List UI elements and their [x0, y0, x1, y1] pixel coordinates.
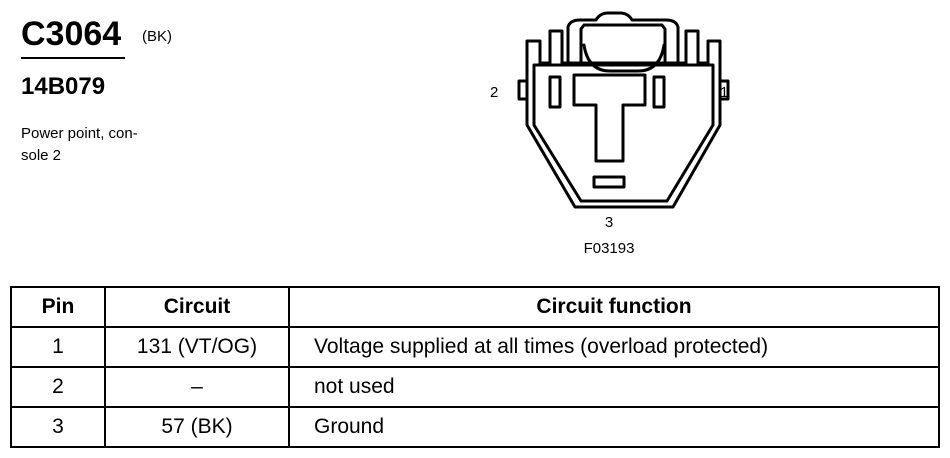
row-function: not used: [288, 366, 940, 408]
description-line-2: sole 2: [21, 147, 62, 164]
row-circuit: 131 (VT/OG): [104, 326, 290, 368]
connector-face-diagram: 2 1 3 F03193: [490, 11, 730, 257]
row-function: Voltage supplied at all times (overload …: [288, 326, 940, 368]
latch-right: [718, 79, 730, 101]
header-circuit: Circuit: [104, 286, 290, 328]
table-header-row: Pin Circuit Circuit function: [10, 286, 940, 328]
row-pin: 1: [10, 326, 106, 368]
table-row: 2 – not used: [10, 366, 940, 408]
row-pin: 2: [10, 366, 106, 408]
pin-label-1: 1: [720, 84, 728, 101]
terminal-pin-1: [652, 75, 666, 109]
locking-tab: [566, 11, 680, 65]
table-row: 3 57 (BK) Ground: [10, 406, 940, 448]
terminal-pin-3: [592, 175, 626, 189]
table-row: 1 131 (VT/OG) Voltage supplied at all ti…: [10, 326, 940, 368]
header-pin: Pin: [10, 286, 106, 328]
connector-color-code: (BK): [142, 28, 172, 45]
header-circuit-function: Circuit function: [288, 286, 940, 328]
part-number: 14B079: [21, 73, 106, 100]
row-circuit: 57 (BK): [104, 406, 290, 448]
description-line-1: Power point, con-: [21, 125, 138, 142]
terminal-pin-2: [548, 75, 562, 109]
connector-id-underline: [21, 57, 125, 59]
row-circuit: –: [104, 366, 290, 408]
pin-table: Pin Circuit Circuit function 1 131 (VT/O…: [10, 286, 940, 448]
pin-label-2: 2: [490, 84, 498, 101]
connector-face: [532, 63, 715, 203]
pin-label-3: 3: [605, 214, 613, 231]
connector-id: C3064: [21, 15, 122, 53]
connector-description: Power point, con- sole 2: [21, 123, 138, 167]
latch-left: [517, 79, 529, 101]
row-pin: 3: [10, 406, 106, 448]
t-slot: [572, 73, 647, 163]
connector-housing-outline: [525, 29, 722, 209]
row-function: Ground: [288, 406, 940, 448]
figure-code: F03193: [584, 240, 635, 257]
